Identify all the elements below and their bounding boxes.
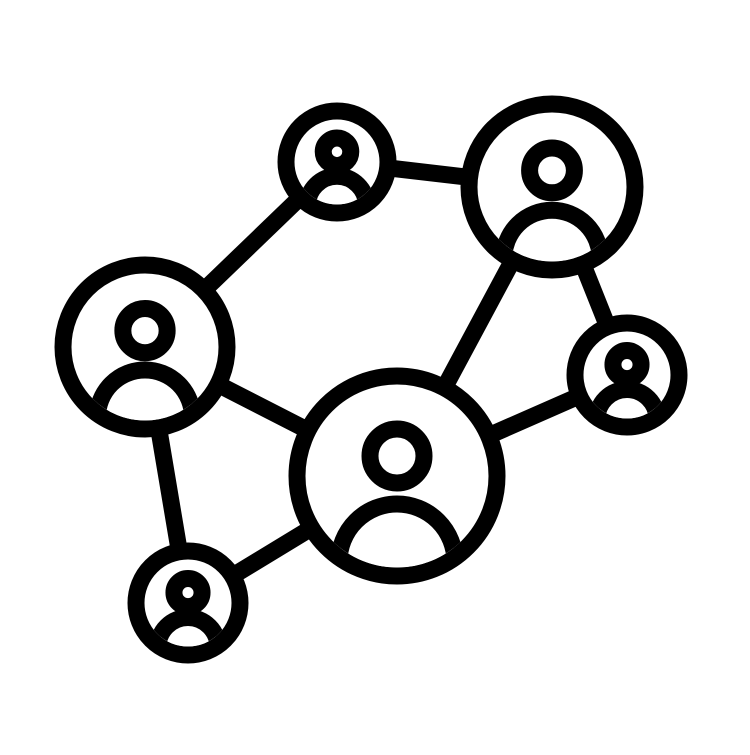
- person-nodes: [54, 95, 688, 664]
- person-node-center-large: [288, 367, 506, 585]
- person-node-bottom-left-small: [127, 542, 249, 664]
- person-icon: [495, 139, 609, 262]
- person-node-top-small: [277, 102, 397, 222]
- person-icon: [149, 570, 227, 647]
- person-icon: [298, 129, 376, 205]
- person-node-left-large: [54, 256, 236, 438]
- person-node-top-right-large: [460, 95, 644, 279]
- person-icon: [588, 342, 666, 419]
- person-node-right-small: [566, 314, 688, 436]
